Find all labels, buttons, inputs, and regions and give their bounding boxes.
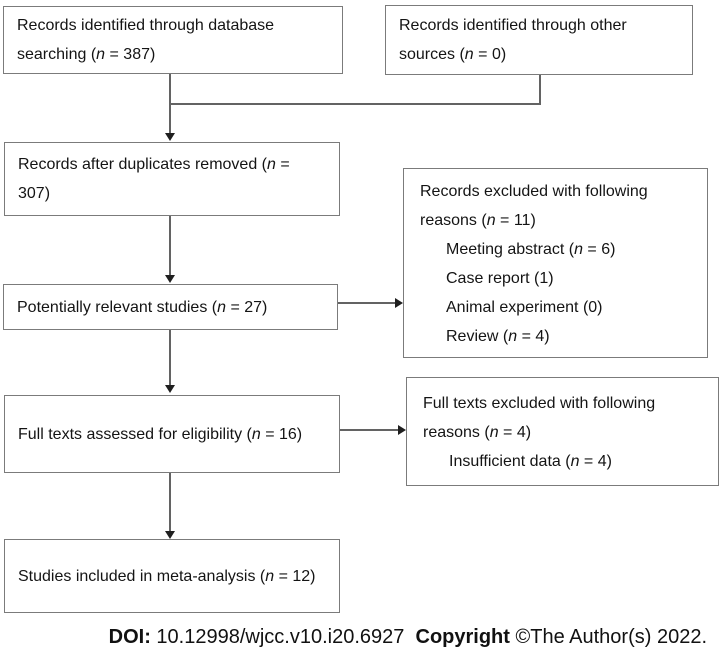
- box-records-database-searching-label: Records identified through database sear…: [17, 17, 275, 63]
- arrowhead-down-icon: [165, 531, 175, 539]
- doi-value: 10.12998/wjcc.v10.i20.6927: [150, 626, 416, 648]
- n-variable: n: [486, 212, 496, 229]
- excluded-reason-item: Meeting abstract (n = 6): [446, 241, 616, 258]
- connector-line-fulltext-to-excluded: [340, 429, 398, 431]
- n-variable: n: [489, 424, 499, 441]
- connector-line-other-down: [539, 75, 541, 104]
- arrowhead-down-icon: [165, 133, 175, 141]
- connector-line-relevant-to-excluded: [338, 302, 396, 304]
- connector-line-fulltext-to-included: [169, 473, 171, 531]
- box-full-texts-assessed: Full texts assessed for eligibility (n =…: [4, 395, 340, 473]
- arrowhead-down-icon: [165, 275, 175, 283]
- arrowhead-down-icon: [165, 385, 175, 393]
- connector-line-merge-horizontal: [169, 103, 541, 105]
- n-variable: n: [574, 241, 583, 258]
- box-records-excluded: Records excluded with following reasons …: [403, 168, 708, 358]
- box-records-database-searching: Records identified through database sear…: [3, 6, 343, 74]
- box-full-texts-excluded-header: Full texts excluded with following reaso…: [423, 395, 656, 441]
- n-variable: n: [217, 298, 227, 316]
- n-variable: n: [251, 425, 261, 443]
- n-variable: n: [570, 453, 580, 470]
- n-variable: n: [508, 328, 518, 345]
- connector-line-relevant-to-fulltext: [169, 330, 171, 385]
- n-variable: n: [96, 46, 106, 63]
- n-variable: n: [267, 156, 276, 173]
- box-studies-included-label: Studies included in meta-analysis (n = 1…: [18, 567, 316, 585]
- excluded-reason-item: Case report (1): [446, 270, 554, 287]
- copyright-label: Copyright: [415, 626, 510, 648]
- arrowhead-right-icon: [395, 298, 403, 308]
- excluded-reason-item: Insufficient data (n = 4): [449, 453, 612, 470]
- copyright-value: ©The Author(s) 2022.: [509, 626, 707, 648]
- box-full-texts-assessed-label: Full texts assessed for eligibility (n =…: [18, 425, 303, 443]
- footer-citation: DOI: 10.12998/wjcc.v10.i20.6927 Copyrigh…: [0, 623, 707, 651]
- box-records-other-sources-label: Records identified through other sources…: [399, 17, 627, 63]
- box-records-excluded-header: Records excluded with following reasons …: [420, 183, 648, 229]
- box-records-other-sources: Records identified through other sources…: [385, 5, 693, 75]
- box-relevant-studies: Potentially relevant studies (n = 27): [3, 284, 338, 330]
- box-full-texts-excluded: Full texts excluded with following reaso…: [406, 377, 719, 486]
- box-studies-included: Studies included in meta-analysis (n = 1…: [4, 539, 340, 613]
- n-variable: n: [464, 46, 474, 63]
- excluded-reason-item: Review (n = 4): [446, 328, 550, 345]
- n-variable: n: [265, 567, 275, 585]
- excluded-reason-item: Animal experiment (0): [446, 299, 603, 316]
- arrowhead-right-icon: [398, 425, 406, 435]
- box-after-duplicates-label: Records after duplicates removed (n = 30…: [18, 156, 290, 202]
- box-relevant-studies-label: Potentially relevant studies (n = 27): [17, 298, 268, 316]
- connector-line-duplicates-to-relevant: [169, 216, 171, 275]
- box-after-duplicates: Records after duplicates removed (n = 30…: [4, 142, 340, 216]
- doi-label: DOI:: [108, 626, 151, 648]
